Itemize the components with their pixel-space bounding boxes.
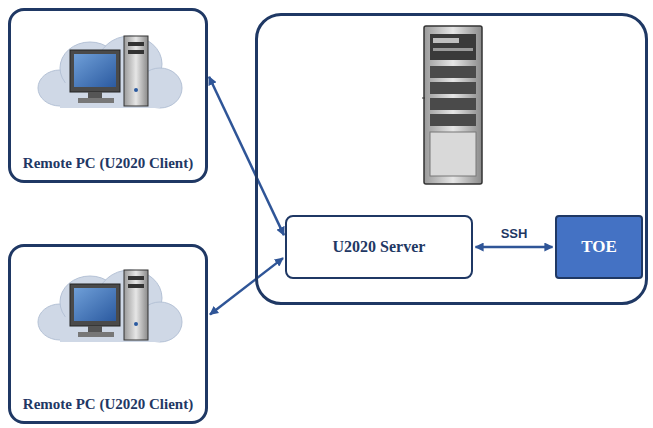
node-label: U2020 Server [333, 237, 426, 256]
edge-label: SSH [499, 226, 530, 241]
system-boundary: U2020 Server TOE [255, 13, 648, 305]
client-box: Remote PC (U2020 Client) [8, 244, 208, 424]
connector-arrow [476, 246, 553, 249]
server-box: U2020 Server [285, 215, 473, 279]
connector-arrow [210, 258, 283, 314]
node-label: Remote PC (U2020 Client) [23, 154, 193, 172]
client-box: Remote PC (U2020 Client) [8, 8, 208, 183]
pc-icon [38, 270, 182, 342]
pc-icon [38, 36, 182, 108]
toe-box: TOE [555, 215, 643, 279]
node-label: TOE [581, 237, 617, 257]
connector-arrow [209, 77, 284, 235]
node-label: Remote PC (U2020 Client) [23, 395, 193, 413]
server-icon [422, 26, 482, 184]
